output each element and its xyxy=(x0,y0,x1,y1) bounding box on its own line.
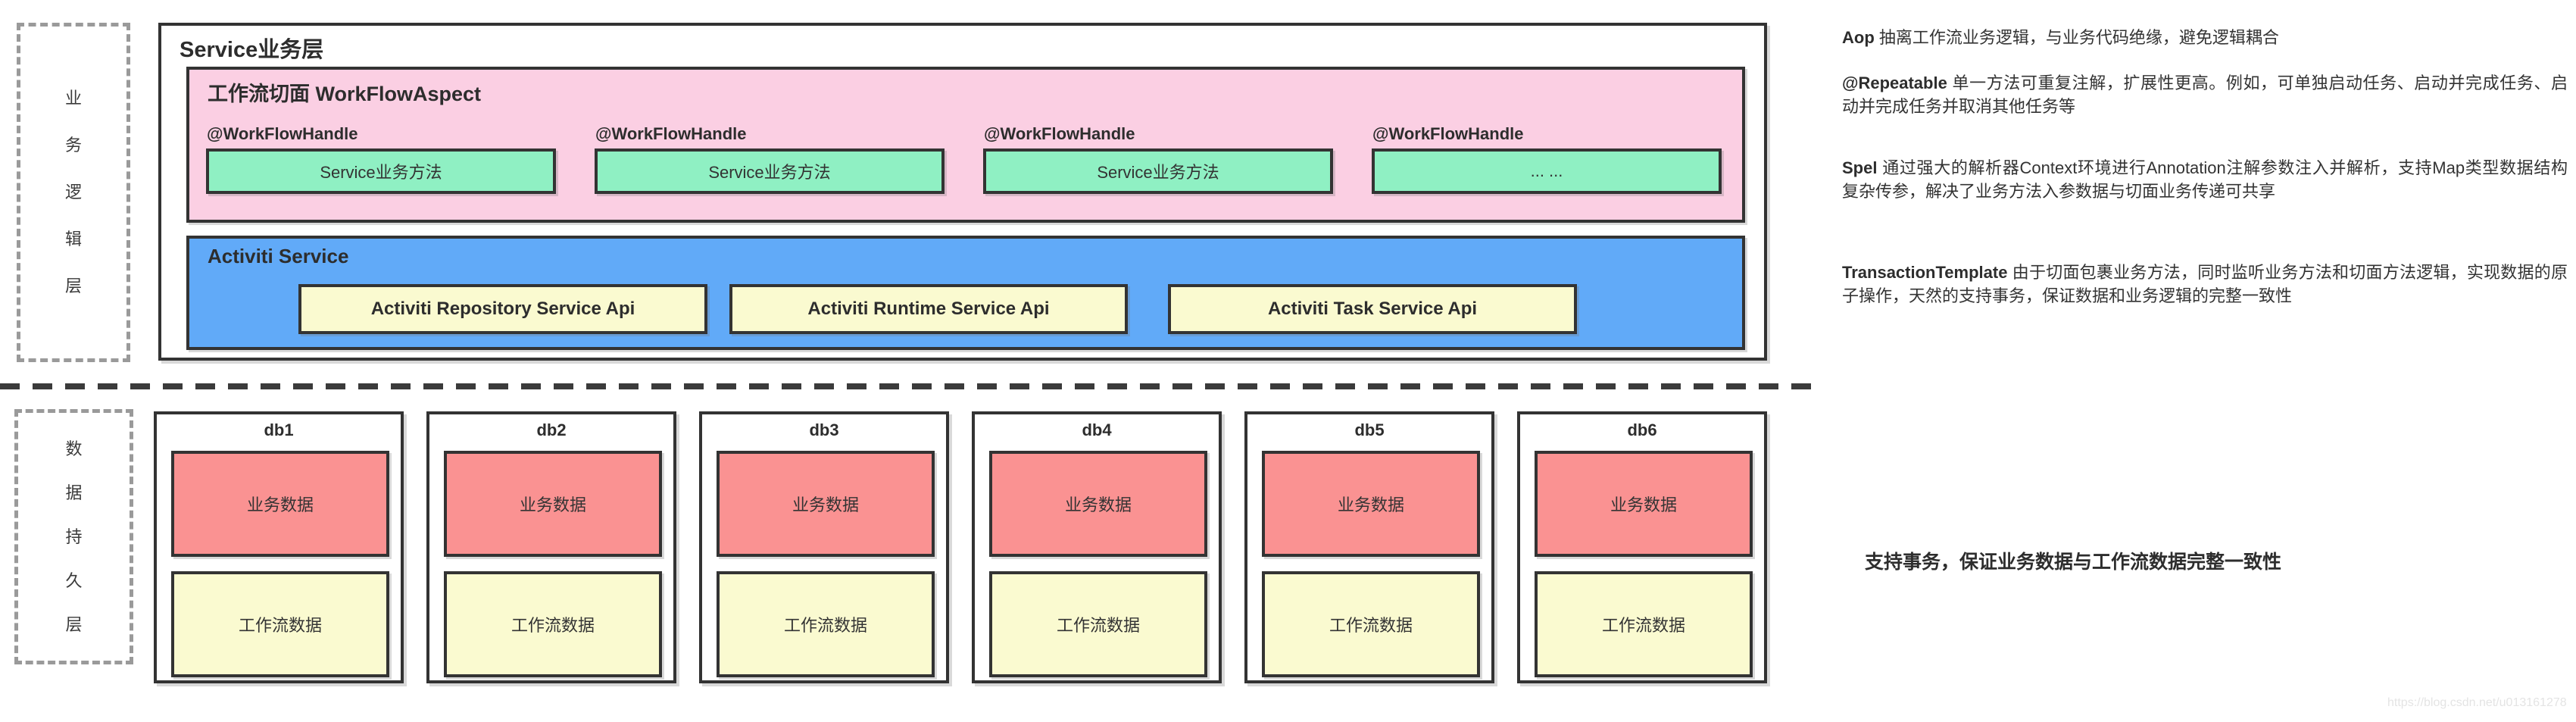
note-transaction-template: TransactionTemplate 由于切面包裹业务方法，同时监听业务方法和… xyxy=(1842,261,2568,308)
database-name: db5 xyxy=(1354,420,1385,439)
database-box-db2: db2 业务数据 工作流数据 xyxy=(426,411,676,683)
layer-char: 数 xyxy=(65,439,83,458)
activiti-runtime-api-box: Activiti Runtime Service Api xyxy=(729,284,1128,334)
note-text: 抽离工作流业务逻辑，与业务代码绝缘，避免逻辑耦合 xyxy=(1878,28,2279,47)
service-layer-title: Service业务层 xyxy=(180,38,324,62)
workflow-data-box: 工作流数据 xyxy=(1535,571,1753,677)
business-data-box: 业务数据 xyxy=(989,451,1207,557)
layer-char: 层 xyxy=(65,614,83,634)
workflow-handle-annotation: @WorkFlowHandle xyxy=(1372,124,1524,143)
activiti-service-box: Activiti Service Activiti Repository Ser… xyxy=(186,236,1745,350)
business-data-box: 业务数据 xyxy=(444,451,662,557)
business-data-box: 业务数据 xyxy=(717,451,935,557)
database-name: db1 xyxy=(264,420,294,439)
note-text: 单一方法可重复注解，扩展性更高。例如，可单独启动任务、启动并完成任务、启动并完成… xyxy=(1842,73,2568,116)
database-name: db6 xyxy=(1627,420,1657,439)
note-keyword: @Repeatable xyxy=(1842,73,1947,92)
business-logic-layer-label: 业 务 逻 辑 层 xyxy=(17,23,130,362)
workflow-handle-annotation: @WorkFlowHandle xyxy=(595,124,747,143)
workflow-aspect-title: 工作流切面 WorkFlowAspect xyxy=(208,83,482,105)
workflow-aspect-box: 工作流切面 WorkFlowAspect @WorkFlowHandle Ser… xyxy=(186,67,1745,223)
service-method-box: Service业务方法 xyxy=(983,148,1333,194)
activiti-repository-api-box: Activiti Repository Service Api xyxy=(298,284,707,334)
note-repeatable: @Repeatable 单一方法可重复注解，扩展性更高。例如，可单独启动任务、启… xyxy=(1842,71,2568,118)
activiti-task-api-box: Activiti Task Service Api xyxy=(1168,284,1577,334)
workflow-data-box: 工作流数据 xyxy=(1262,571,1480,677)
workflow-handle-column: @WorkFlowHandle ... ... xyxy=(1372,124,1722,194)
layer-char: 辑 xyxy=(64,230,82,248)
layer-char: 久 xyxy=(65,570,83,590)
layer-char: 持 xyxy=(65,527,83,546)
database-name: db3 xyxy=(809,420,839,439)
layer-char: 据 xyxy=(65,483,83,502)
layer-char: 层 xyxy=(64,277,82,295)
layer-divider-line xyxy=(0,383,1812,389)
service-method-box: ... ... xyxy=(1372,148,1722,194)
database-name: db4 xyxy=(1082,420,1112,439)
workflow-data-box: 工作流数据 xyxy=(717,571,935,677)
workflow-data-box: 工作流数据 xyxy=(444,571,662,677)
note-aop: Aop 抽离工作流业务逻辑，与业务代码绝缘，避免逻辑耦合 xyxy=(1842,26,2568,49)
layer-char: 逻 xyxy=(64,183,82,202)
note-keyword: TransactionTemplate xyxy=(1842,263,2008,282)
workflow-handle-column: @WorkFlowHandle Service业务方法 xyxy=(206,124,556,194)
business-data-box: 业务数据 xyxy=(1262,451,1480,557)
transaction-summary-text: 支持事务，保证业务数据与工作流数据完整一致性 xyxy=(1865,552,2282,573)
database-box-db3: db3 业务数据 工作流数据 xyxy=(699,411,949,683)
activiti-service-title: Activiti Service xyxy=(208,245,349,267)
database-name: db2 xyxy=(536,420,567,439)
workflow-handle-annotation: @WorkFlowHandle xyxy=(984,124,1135,143)
layer-char: 业 xyxy=(64,89,82,108)
workflow-data-box: 工作流数据 xyxy=(989,571,1207,677)
database-box-db6: db6 业务数据 工作流数据 xyxy=(1517,411,1767,683)
layer-char: 务 xyxy=(64,136,82,155)
note-keyword: Spel xyxy=(1842,158,1878,177)
workflow-handle-column: @WorkFlowHandle Service业务方法 xyxy=(595,124,945,194)
business-data-box: 业务数据 xyxy=(171,451,389,557)
note-keyword: Aop xyxy=(1842,28,1875,47)
workflow-data-box: 工作流数据 xyxy=(171,571,389,677)
workflow-handle-column: @WorkFlowHandle Service业务方法 xyxy=(983,124,1333,194)
service-method-box: Service业务方法 xyxy=(206,148,556,194)
note-spel: Spel 通过强大的解析器Context环境进行Annotation注解参数注入… xyxy=(1842,156,2568,203)
note-text: 通过强大的解析器Context环境进行Annotation注解参数注入并解析，支… xyxy=(1842,158,2568,201)
service-method-box: Service业务方法 xyxy=(595,148,945,194)
workflow-handle-annotation: @WorkFlowHandle xyxy=(207,124,358,143)
database-box-db4: db4 业务数据 工作流数据 xyxy=(972,411,1222,683)
business-data-box: 业务数据 xyxy=(1535,451,1753,557)
service-layer-box: Service业务层 工作流切面 WorkFlowAspect @WorkFlo… xyxy=(158,23,1767,361)
watermark-url: https://blog.csdn.net/u013161278 xyxy=(2387,696,2567,709)
database-box-db5: db5 业务数据 工作流数据 xyxy=(1244,411,1494,683)
note-text: 由于切面包裹业务方法，同时监听业务方法和切面方法逻辑，实现数据的原子操作，天然的… xyxy=(1842,263,2568,305)
database-box-db1: db1 业务数据 工作流数据 xyxy=(154,411,404,683)
data-persistence-layer-label: 数 据 持 久 层 xyxy=(14,409,133,664)
